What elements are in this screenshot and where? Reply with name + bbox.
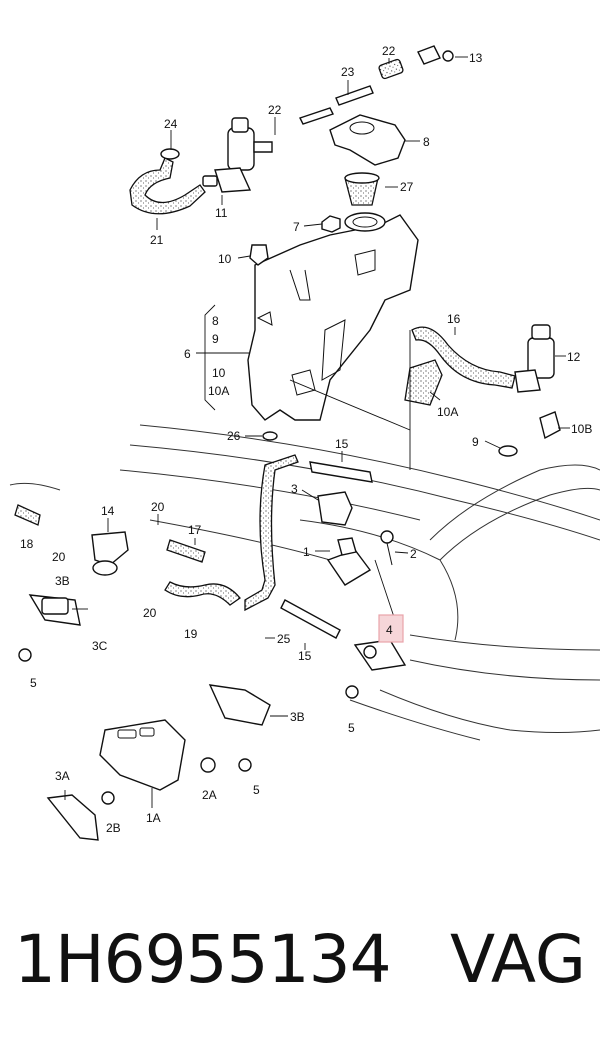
callout-21: 21 — [150, 233, 164, 247]
callout-26: 26 — [227, 429, 241, 443]
callout-3: 3 — [291, 482, 298, 496]
screw-2 — [380, 530, 394, 566]
footer: 1H6955134 VAG — [0, 905, 600, 1015]
callout-5: 5 — [253, 783, 260, 797]
brand-label: VAG — [449, 921, 586, 998]
callout-2: 2 — [410, 547, 417, 561]
callout-20: 20 — [52, 550, 66, 564]
callout-24: 24 — [164, 117, 178, 131]
cover-cap-3A — [46, 794, 99, 841]
hose-17 — [166, 539, 206, 563]
insulation-pad — [404, 359, 443, 406]
washer-pump-right — [411, 324, 555, 393]
callout-3B: 3B — [290, 710, 305, 724]
hose-upper-left — [129, 148, 206, 215]
callout-8: 8 — [423, 135, 430, 149]
callout-10: 10 — [218, 252, 232, 266]
callout-19: 19 — [184, 627, 198, 641]
callout-25: 25 — [277, 632, 291, 646]
callout-14: 14 — [101, 504, 115, 518]
washer-pump-upper — [202, 117, 273, 193]
callout-9: 9 — [472, 435, 479, 449]
callout-5: 5 — [348, 721, 355, 735]
callout-22: 22 — [382, 44, 396, 58]
callout-23: 23 — [341, 65, 355, 79]
part-number: 1H6955134 — [14, 921, 392, 998]
callout-12: 12 — [567, 350, 581, 364]
highlight-box-4 — [378, 614, 404, 643]
callout-1: 1 — [303, 545, 310, 559]
callout-17: 17 — [188, 523, 202, 537]
callout-13: 13 — [469, 51, 483, 65]
callout-15: 15 — [298, 649, 312, 663]
bracket-3B-lower — [208, 684, 271, 726]
callout-20: 20 — [151, 500, 165, 514]
callout-27: 27 — [400, 180, 414, 194]
washer-fluid-reservoir — [247, 212, 419, 421]
callout-6: 6 — [184, 347, 191, 361]
bracket-3B — [28, 594, 81, 626]
hex-nut — [321, 215, 341, 233]
callout-11: 11 — [215, 206, 228, 220]
connector-pipe-top — [299, 45, 454, 125]
callout-22: 22 — [268, 103, 282, 117]
callout-3A: 3A — [55, 769, 70, 783]
callout-6-9: 9 — [212, 332, 219, 346]
parts-diagram: 13 22 23 22 24 8 27 7 11 21 10 8 6 9 10 … — [9, 44, 600, 841]
callout-1A: 1A — [146, 811, 161, 825]
callout-3C: 3C — [92, 639, 108, 653]
callout-15: 15 — [335, 437, 349, 451]
nozzle-cover-3 — [317, 491, 353, 526]
filter-strainer — [344, 172, 380, 206]
washer-26 — [262, 431, 278, 441]
callout-6-8: 8 — [212, 314, 219, 328]
callout-3B: 3B — [55, 574, 70, 588]
grommet-9 — [498, 445, 518, 457]
callout-7: 7 — [293, 220, 300, 234]
car-body-outline — [9, 424, 600, 741]
callout-16: 16 — [447, 312, 461, 326]
callout-10A: 10A — [437, 405, 458, 419]
t-connector-14 — [14, 504, 129, 576]
callout-6-10A: 10A — [208, 384, 229, 398]
callout-4: 4 — [386, 623, 393, 637]
grommet-fitting — [249, 244, 269, 266]
callout-5: 5 — [30, 676, 37, 690]
washer-nozzle-1 — [326, 537, 372, 586]
callout-labels: 13 22 23 22 24 8 27 7 11 21 10 8 6 9 10 … — [20, 44, 592, 835]
callout-18: 18 — [20, 537, 34, 551]
reservoir-cap — [329, 114, 406, 166]
main-hose — [164, 454, 299, 612]
headlamp-washer-housing-1A — [99, 719, 186, 791]
callout-2A: 2A — [202, 788, 217, 802]
fasteners — [18, 648, 359, 805]
callout-6-10: 10 — [212, 366, 226, 380]
leader-lines — [64, 56, 570, 808]
callout-10B: 10B — [571, 422, 592, 436]
callout-2B: 2B — [106, 821, 121, 835]
bracket-6 — [204, 304, 216, 411]
connector-15 — [280, 461, 373, 639]
callout-20: 20 — [143, 606, 157, 620]
rubber-cap — [539, 411, 561, 440]
bracket-4 — [353, 639, 407, 671]
